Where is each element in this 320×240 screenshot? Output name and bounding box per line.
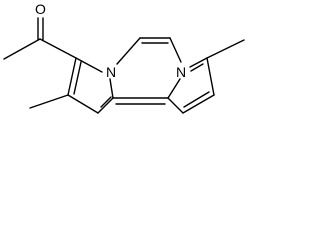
atom-label-nitrogen-right: N xyxy=(176,64,186,80)
bond-methyl-c2 xyxy=(29,94,69,109)
bond-c10b-n1 xyxy=(109,78,114,99)
bond-c3-c2-inner xyxy=(73,61,82,95)
bond-c2-c1 xyxy=(67,94,99,114)
atom-label-oxygen: O xyxy=(35,1,46,17)
bond-c10a-c10 xyxy=(167,97,184,114)
bond-c8-n2-inner xyxy=(190,63,204,72)
atom-label-nitrogen-left: N xyxy=(106,64,116,80)
bond-carbonyl-ring xyxy=(39,38,77,59)
bond-c10-c9-inner xyxy=(183,91,210,108)
bond-c3-n1 xyxy=(75,57,103,73)
bond-n1-c5 xyxy=(116,37,141,65)
bond-c6-n2 xyxy=(169,37,182,63)
skeletal-structure: O N N xyxy=(3,1,245,114)
bond-c9-c8 xyxy=(206,57,215,96)
bond-c3-c2 xyxy=(67,57,77,96)
molecule-canvas: O N N xyxy=(0,0,262,137)
bond-n2-c10a xyxy=(167,78,181,99)
bond-c1-c10b xyxy=(97,97,114,114)
bond-c8-methyl xyxy=(206,39,245,59)
bond-methyl-carbonyl xyxy=(3,38,41,60)
bond-c10-c9 xyxy=(182,94,215,114)
bond-c8-n2 xyxy=(189,57,208,68)
bond-c1-c10b-inner xyxy=(100,96,112,108)
